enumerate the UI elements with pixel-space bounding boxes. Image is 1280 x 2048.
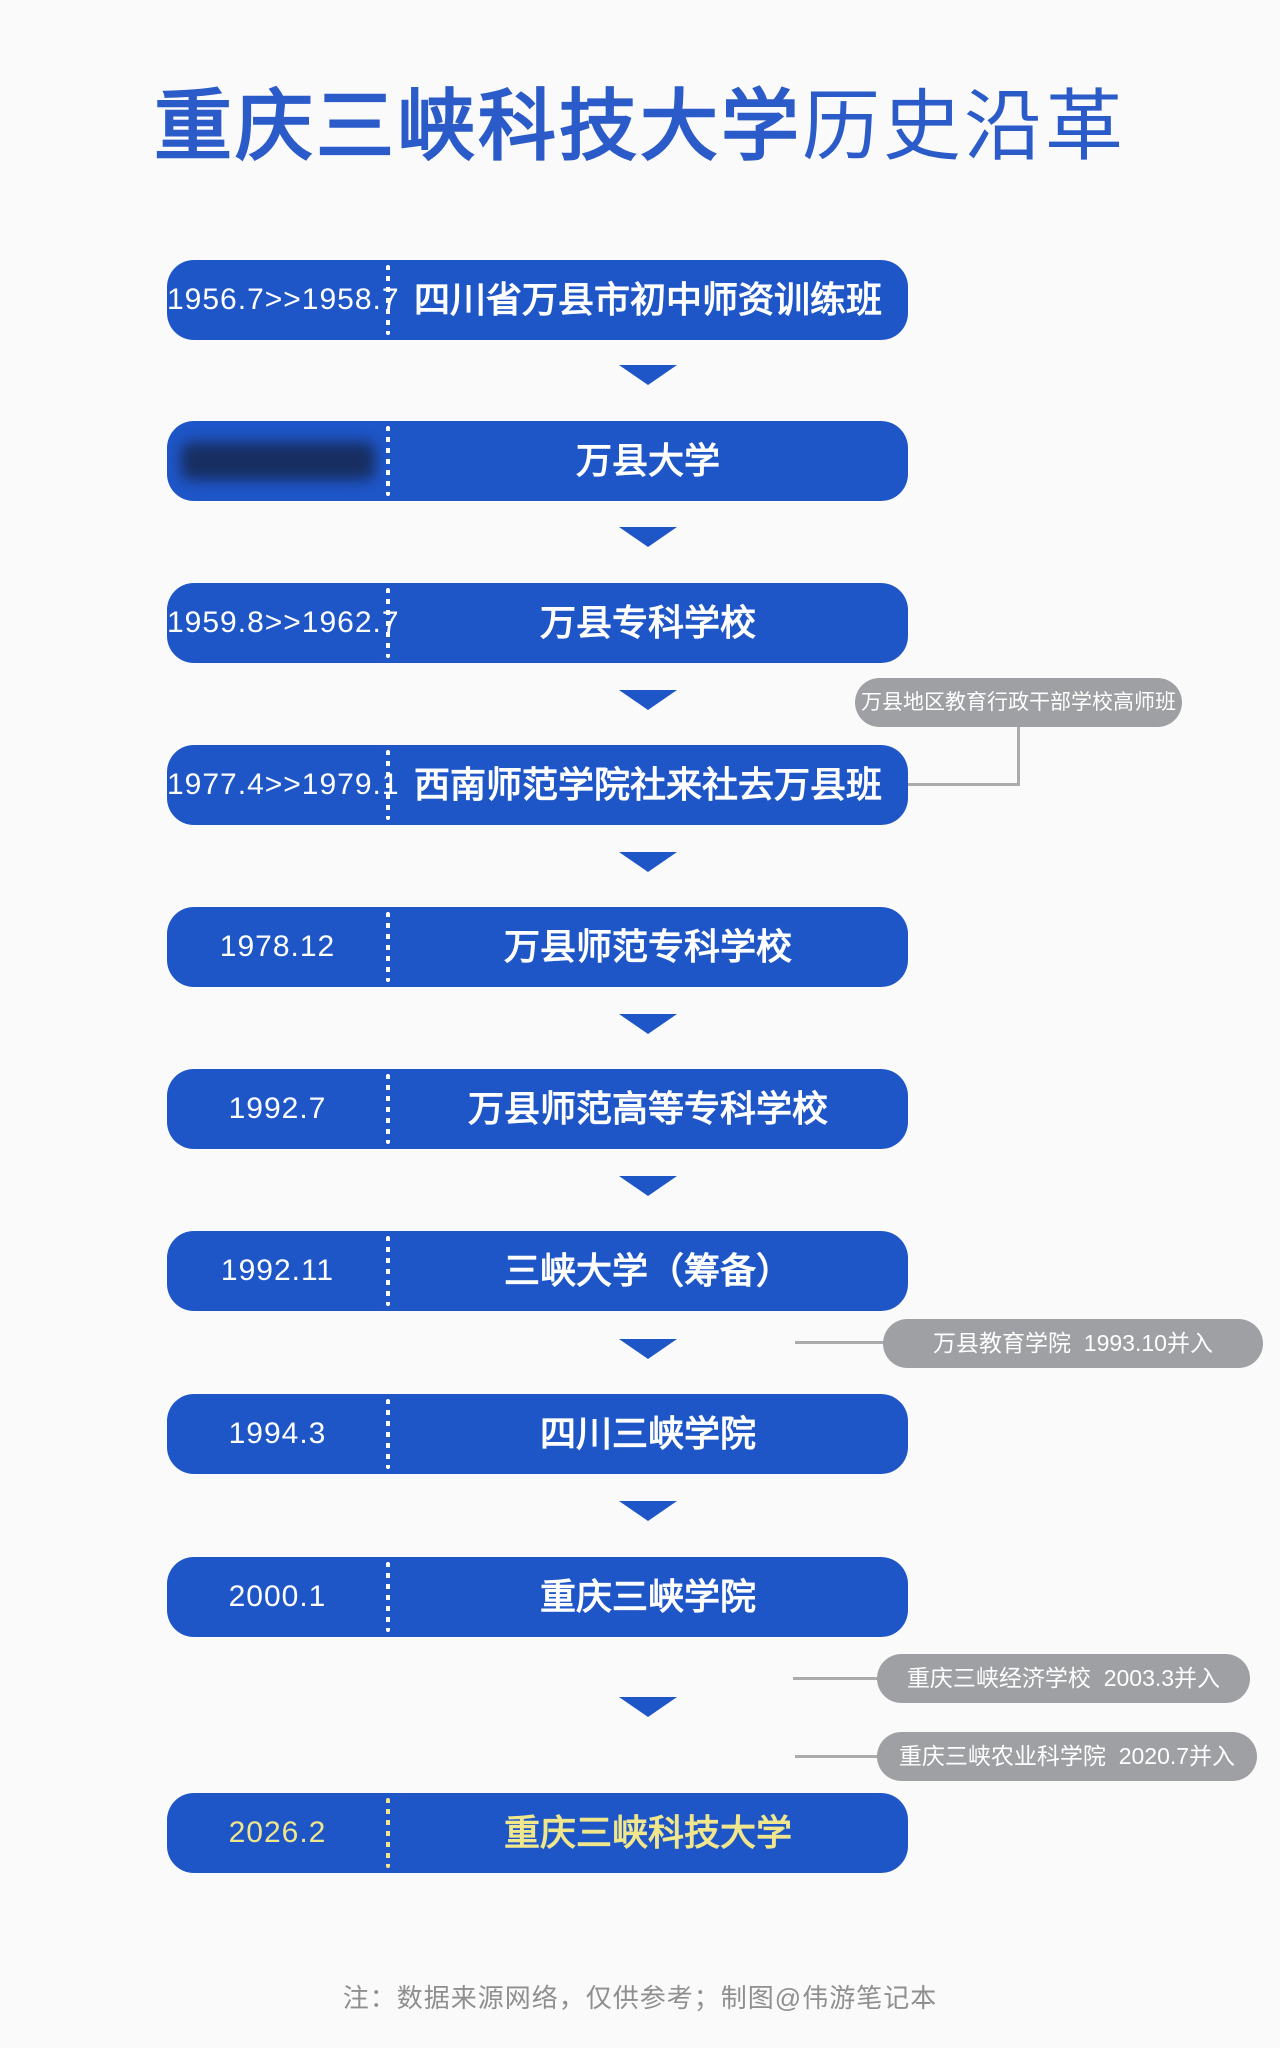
dotted-separator <box>386 1562 390 1632</box>
page-title-bold: 重庆三峡科技大学 <box>153 82 802 170</box>
redacted-date-blur <box>181 442 375 480</box>
timeline-row-final: 2026.2 重庆三峡科技大学 <box>167 1793 908 1873</box>
timeline-name: 四川三峡学院 <box>539 1413 756 1454</box>
timeline-row: 1959.8>>1962.7 万县专科学校 <box>167 583 908 663</box>
dotted-separator <box>386 1236 390 1306</box>
callout-connector-horizontal <box>795 1755 877 1758</box>
callout-connector-horizontal <box>903 783 1020 786</box>
timeline-row: 1978.12 万县师范专科学校 <box>167 907 908 987</box>
timeline-date: 1956.7>>1958.7 <box>167 283 400 316</box>
dotted-separator <box>386 265 390 335</box>
dotted-separator <box>386 1798 390 1868</box>
callout-connector-horizontal <box>793 1677 877 1680</box>
callout-connector-horizontal <box>795 1341 885 1344</box>
callout-pill: 万县地区教育行政干部学校高师班 <box>855 678 1182 727</box>
timeline-date: 1978.12 <box>219 930 336 963</box>
timeline-date: 2000.1 <box>228 1580 327 1613</box>
page-title: 重庆三峡科技大学历史沿革 <box>0 78 1280 174</box>
dotted-separator <box>386 1074 390 1144</box>
callout-pill: 重庆三峡农业科学院 2020.7并入 <box>877 1732 1257 1781</box>
dotted-separator <box>386 912 390 982</box>
down-arrow-icon <box>619 1176 677 1196</box>
timeline-row: 1956.7>>1958.7 四川省万县市初中师资训练班 <box>167 260 908 340</box>
page-title-light: 历史沿革 <box>802 82 1127 170</box>
dotted-separator <box>386 426 390 496</box>
timeline-date: 1994.3 <box>228 1417 327 1450</box>
timeline-date: 1992.7 <box>228 1092 327 1125</box>
timeline-date: 1959.8>>1962.7 <box>167 606 400 639</box>
timeline-name: 三峡大学（筹备） <box>503 1250 792 1291</box>
down-arrow-icon <box>619 1501 677 1521</box>
timeline-date: 1992.11 <box>220 1254 335 1287</box>
timeline-row: 1992.7 万县师范高等专科学校 <box>167 1069 908 1149</box>
down-arrow-icon <box>619 1339 677 1359</box>
down-arrow-icon <box>619 527 677 547</box>
timeline-name: 万县师范高等专科学校 <box>467 1088 828 1129</box>
timeline-row: 1992.11 三峡大学（筹备） <box>167 1231 908 1311</box>
timeline-row: 1994.3 四川三峡学院 <box>167 1394 908 1474</box>
down-arrow-icon <box>619 690 677 710</box>
timeline-name: 万县专科学校 <box>539 602 756 643</box>
timeline-row: 1977.4>>1979.1 西南师范学院社来社去万县班 <box>167 745 908 825</box>
dotted-separator <box>386 1399 390 1469</box>
timeline-date: 2026.2 <box>228 1816 327 1849</box>
dotted-separator <box>386 750 390 820</box>
timeline-name: 万县师范专科学校 <box>503 926 792 967</box>
timeline-name: 重庆三峡学院 <box>539 1576 756 1617</box>
timeline-name: 西南师范学院社来社去万县班 <box>413 764 882 805</box>
timeline-date: 1977.4>>1979.1 <box>167 768 400 801</box>
timeline-name: 重庆三峡科技大学 <box>503 1812 792 1853</box>
down-arrow-icon <box>619 1014 677 1034</box>
timeline-name: 四川省万县市初中师资训练班 <box>413 279 882 320</box>
down-arrow-icon <box>619 1697 677 1717</box>
callout-pill: 万县教育学院 1993.10并入 <box>883 1319 1263 1368</box>
timeline-row: 万县大学 <box>167 421 908 501</box>
timeline-row: 2000.1 重庆三峡学院 <box>167 1557 908 1637</box>
timeline-name: 万县大学 <box>575 440 720 481</box>
dotted-separator <box>386 588 390 658</box>
down-arrow-icon <box>619 852 677 872</box>
footer-note: 注：数据来源网络，仅供参考；制图@伟游笔记本 <box>342 1983 938 2013</box>
callout-connector-vertical <box>1017 727 1020 785</box>
callout-pill: 重庆三峡经济学校 2003.3并入 <box>877 1654 1250 1703</box>
down-arrow-icon <box>619 365 677 385</box>
